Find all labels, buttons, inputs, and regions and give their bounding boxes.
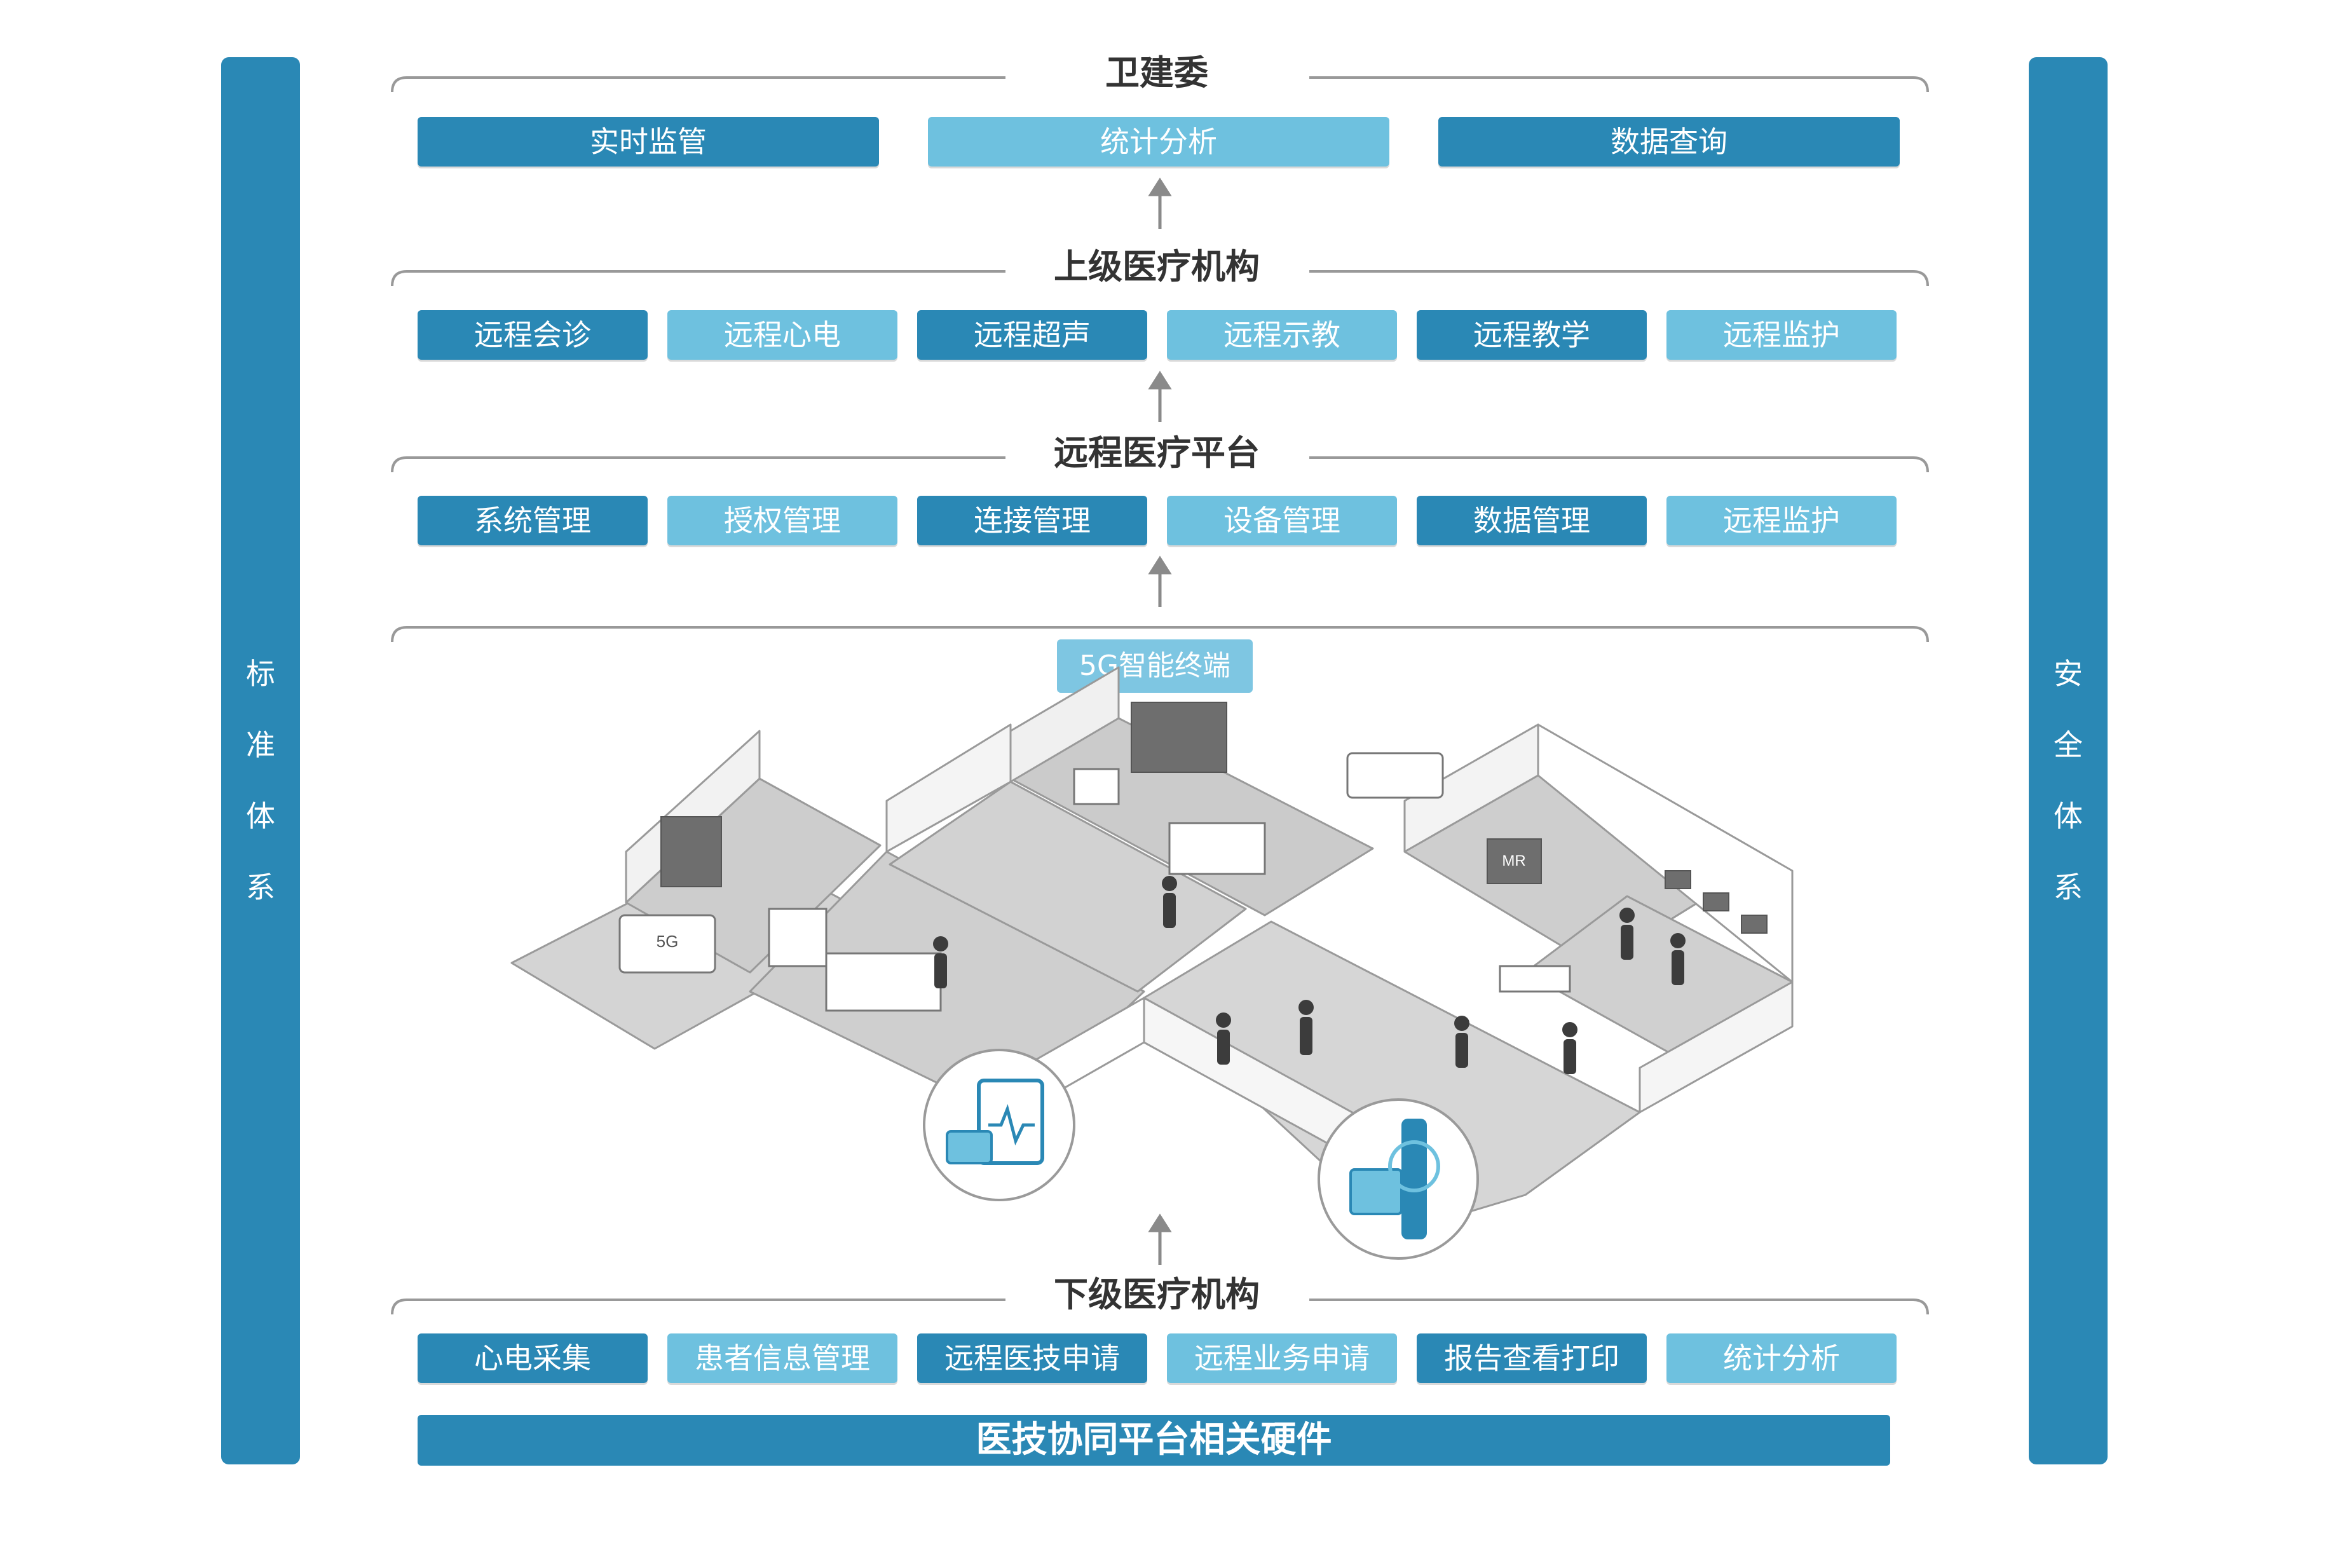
platform-button-row: 系统管理 授权管理 连接管理 设备管理 数据管理 远程监护 [418,496,1897,545]
person-icon [1670,933,1686,948]
beds [825,952,942,1012]
lower-button-2[interactable]: 患者信息管理 [667,1333,897,1383]
side-left-char-4: 系 [246,870,275,904]
window [1741,915,1768,934]
floor-treatment [889,781,1247,993]
upper-button-1[interactable]: 远程会诊 [418,310,648,360]
ecg-device-icon [923,1049,1075,1201]
window [1703,892,1729,911]
wall-clinic-back [1537,723,1794,983]
wjw-button-2[interactable]: 统计分析 [928,117,1389,167]
shelf [1131,702,1227,773]
person-icon [1162,876,1177,891]
cabinet [1073,768,1120,805]
person-icon [933,936,948,951]
bracket-wjw [391,76,1929,93]
platform-button-4[interactable]: 设备管理 [1167,496,1397,545]
upper-button-6[interactable]: 远程监护 [1666,310,1897,360]
security-system-label: 安 全 体 系 [2029,655,2108,906]
layer-title-lower: 下级医疗机构 [1054,1274,1260,1314]
bracket-terminal [391,626,1929,643]
bracket-lower [391,1299,1929,1315]
delivery-truck [1346,752,1444,799]
truck-plate-label: 5G [657,932,679,951]
standard-system-label: 标 准 体 系 [221,655,300,906]
arrow-up-icon [1148,371,1172,422]
boxes [1168,822,1266,875]
lower-button-row: 心电采集 患者信息管理 远程医技申请 远程业务申请 报告查看打印 统计分析 [418,1333,1897,1383]
wall-pharmacy [1009,666,1120,783]
person-icon [1298,1000,1314,1015]
bracket-upper [391,270,1929,287]
window [1665,870,1691,889]
side-right-char-4: 系 [2054,870,2083,904]
side-left-char-2: 准 [246,728,275,762]
shelf [660,816,722,887]
standard-system-bar: 标 准 体 系 [221,57,300,1464]
person-icon [1619,908,1635,923]
side-left-char-1: 标 [246,657,275,691]
wall-ward [885,723,1012,853]
ambulance [618,914,716,974]
upper-button-5[interactable]: 远程教学 [1417,310,1647,360]
layer-title-upper: 上级医疗机构 [1054,247,1260,287]
arrow-up-icon [1148,556,1172,607]
upper-button-3[interactable]: 远程超声 [917,310,1147,360]
side-right-char-1: 安 [2054,657,2083,691]
lower-button-1[interactable]: 心电采集 [418,1333,648,1383]
person-icon [1562,1022,1577,1037]
lower-button-5[interactable]: 报告查看打印 [1417,1333,1647,1383]
wjw-button-row: 实时监管 统计分析 数据查询 [418,117,1900,167]
wjw-button-3[interactable]: 数据查询 [1438,117,1900,167]
platform-button-3[interactable]: 连接管理 [917,496,1147,545]
bracket-platform [391,456,1929,473]
platform-button-1[interactable]: 系统管理 [418,496,648,545]
lower-button-4[interactable]: 远程业务申请 [1167,1333,1397,1383]
lower-button-3[interactable]: 远程医技申请 [917,1333,1147,1383]
wjw-button-1[interactable]: 实时监管 [418,117,879,167]
layer-title-platform: 远程医疗平台 [1054,433,1260,473]
upper-button-4[interactable]: 远程示教 [1167,310,1397,360]
stretcher [1499,965,1571,993]
upper-button-row: 远程会诊 远程心电 远程超声 远程示教 远程教学 远程监护 [418,310,1897,360]
upper-button-2[interactable]: 远程心电 [667,310,897,360]
side-right-char-3: 体 [2054,799,2083,833]
layer-title-wjw: 卫建委 [1105,53,1208,93]
platform-button-6[interactable]: 远程监护 [1666,496,1897,545]
arrow-up-icon [1148,1213,1172,1265]
floor-ward [749,850,1145,1120]
5g-chip-device-icon [1318,1098,1479,1260]
security-system-bar: 安 全 体 系 [2029,57,2108,1464]
platform-button-5[interactable]: 数据管理 [1417,496,1647,545]
arrow-up-icon [1148,177,1172,229]
person-icon [1216,1012,1231,1028]
cabinet [768,908,828,967]
hardware-footer-banner: 医技协同平台相关硬件 [418,1415,1890,1466]
mri-machine [1487,838,1542,884]
person-icon [1454,1016,1469,1031]
lower-button-6[interactable]: 统计分析 [1666,1333,1897,1383]
side-right-char-2: 全 [2054,728,2083,762]
mri-label: MR [1502,852,1525,869]
wall-clinic-front [1639,981,1794,1114]
platform-button-2[interactable]: 授权管理 [667,496,897,545]
side-left-char-3: 体 [246,799,275,833]
